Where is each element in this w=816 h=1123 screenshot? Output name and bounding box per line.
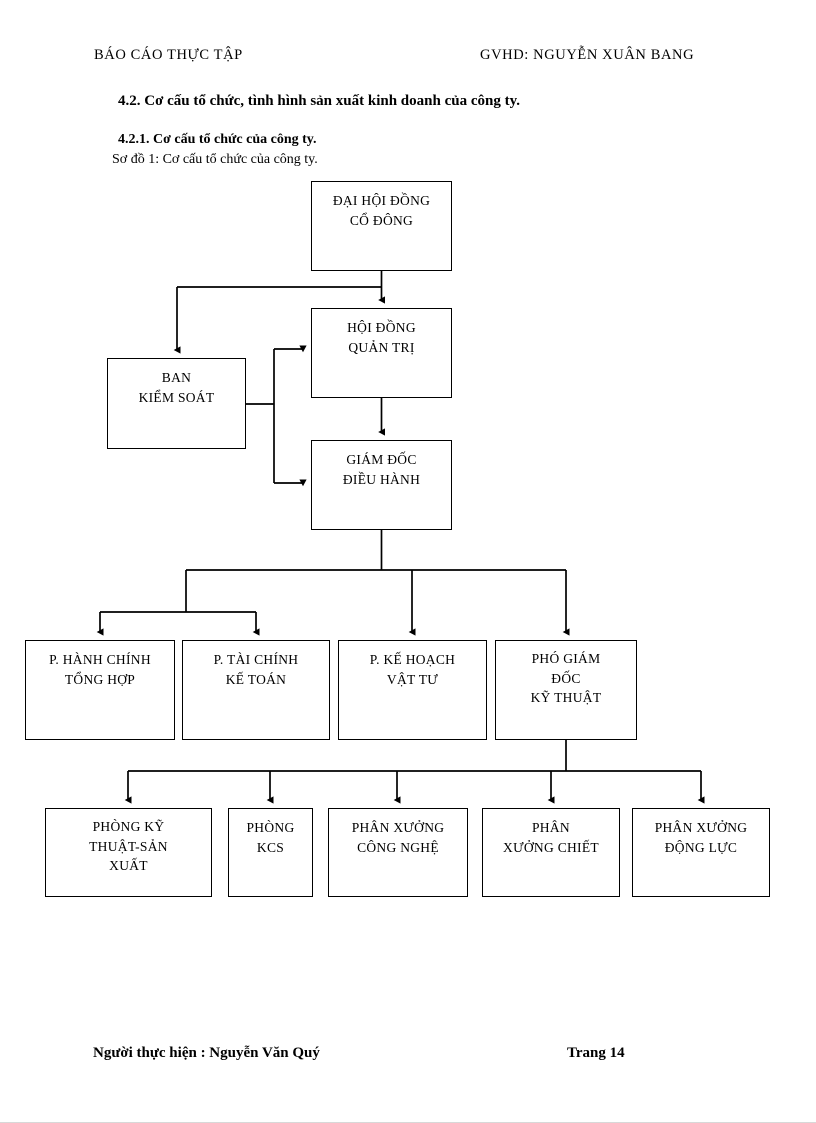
- org-node-pxcn[interactable]: PHÂN XƯỞNG CÔNG NGHỆ: [328, 808, 468, 897]
- org-node-bks[interactable]: BAN KIỂM SOÁT: [107, 358, 246, 449]
- running-footer: Người thực hiện : Nguyễn Văn Quý Trang 1…: [0, 1045, 816, 1069]
- org-node-label: PHÒNG KCS: [246, 820, 295, 855]
- org-node-label: PHÒNG KỸ THUẬT-SẢN XUẤT: [89, 819, 168, 874]
- org-node-pxc[interactable]: PHÂN XƯỞNG CHIẾT: [482, 808, 620, 897]
- org-node-hdqt[interactable]: HỘI ĐỒNG QUẢN TRỊ: [311, 308, 452, 398]
- org-node-label: BAN KIỂM SOÁT: [138, 370, 215, 405]
- subsection-heading: 4.2.1. Cơ cấu tổ chức của công ty.: [118, 132, 317, 147]
- running-header: BÁO CÁO THỰC TẬP GVHD: NGUYỄN XUÂN BANG: [0, 47, 816, 69]
- footer-author: Người thực hiện : Nguyễn Văn Quý: [93, 1045, 320, 1061]
- org-node-label: P. HÀNH CHÍNH TỔNG HỢP: [49, 652, 151, 687]
- section-heading: 4.2. Cơ cấu tổ chức, tình hình sản xuất …: [118, 93, 520, 109]
- org-node-gddh[interactable]: GIÁM ĐỐC ĐIỀU HÀNH: [311, 440, 452, 530]
- figure-caption: Sơ đồ 1: Cơ cấu tổ chức của công ty.: [112, 152, 318, 167]
- org-node-pgd[interactable]: PHÓ GIÁM ĐỐC KỸ THUẬT: [495, 640, 637, 740]
- org-node-phc[interactable]: P. HÀNH CHÍNH TỔNG HỢP: [25, 640, 175, 740]
- org-node-label: P. TÀI CHÍNH KẾ TOÁN: [213, 652, 299, 687]
- header-report-title: BÁO CÁO THỰC TẬP: [94, 47, 243, 63]
- footer-page-number: Trang 14: [567, 1045, 625, 1061]
- header-advisor: GVHD: NGUYỄN XUÂN BANG: [480, 47, 695, 63]
- org-node-label: PHÂN XƯỞNG CHIẾT: [503, 820, 599, 855]
- org-node-label: GIÁM ĐỐC ĐIỀU HÀNH: [342, 452, 421, 487]
- org-node-label: ĐẠI HỘI ĐỒNG CỔ ĐÔNG: [332, 193, 431, 228]
- org-node-label: PHÓ GIÁM ĐỐC KỸ THUẬT: [530, 651, 602, 706]
- org-node-label: P. KẾ HOẠCH VẬT TƯ: [369, 652, 456, 687]
- org-node-label: PHÂN XƯỞNG CÔNG NGHỆ: [351, 820, 445, 855]
- org-node-dhdcd[interactable]: ĐẠI HỘI ĐỒNG CỔ ĐÔNG: [311, 181, 452, 271]
- org-node-ptc[interactable]: P. TÀI CHÍNH KẾ TOÁN: [182, 640, 330, 740]
- org-node-pxdl[interactable]: PHÂN XƯỞNG ĐỘNG LỰC: [632, 808, 770, 897]
- org-node-label: PHÂN XƯỞNG ĐỘNG LỰC: [654, 820, 748, 855]
- org-node-pkt[interactable]: PHÒNG KỸ THUẬT-SẢN XUẤT: [45, 808, 212, 897]
- org-node-kcs[interactable]: PHÒNG KCS: [228, 808, 313, 897]
- org-node-label: HỘI ĐỒNG QUẢN TRỊ: [347, 320, 416, 355]
- org-node-pkh[interactable]: P. KẾ HOẠCH VẬT TƯ: [338, 640, 487, 740]
